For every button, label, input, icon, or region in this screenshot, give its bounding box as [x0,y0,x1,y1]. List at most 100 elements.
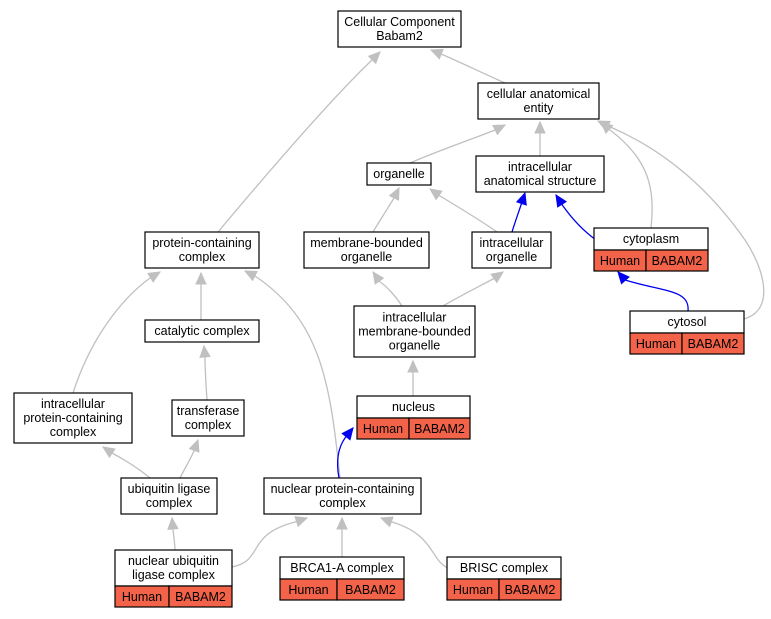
edge-brisc-to-npcc [379,516,449,569]
arrowhead [101,446,116,459]
edge-imbo-to-io [442,271,504,307]
annotation-gene-cell[interactable] [681,332,745,355]
node-label-line: intracellular [508,160,572,174]
annotation-gene-cell[interactable] [336,578,405,601]
node-catalytic[interactable]: catalytic complex [144,319,260,343]
arrowhead [199,344,211,358]
edge-cytoplasm-to-ias [555,193,597,241]
arrowhead [167,516,179,530]
node-label-line: protein-containing [23,411,122,425]
node-label-line: membrane-bounded [310,236,423,250]
node-label-line: nuclear protein-containing [271,482,415,496]
arrowhead [596,120,611,132]
arrowhead [341,427,354,441]
node-label-line: intracellular [383,311,447,325]
edge-ias-to-cae [534,120,546,156]
edge-nulc-to-npcc [231,516,309,568]
node-box [471,231,552,269]
node-label-line: organelle [486,250,537,264]
node-label-line: anatomical structure [484,174,597,188]
edge-cytosol-to-cae [596,120,765,320]
node-label-line: cytosol [668,315,707,329]
annotation-gene-cell[interactable] [498,578,562,601]
node-box [366,162,432,186]
annotation-gene-cell[interactable] [168,585,233,608]
edge-catalytic-to-pcc [195,271,207,320]
node-label-line: protein-containing [152,236,251,250]
edge-transferase-to-catalytic [199,344,211,401]
node-label-line: entity [524,101,555,115]
node-label-line: organelle [389,339,440,353]
annotation-gene-cell[interactable] [645,249,709,272]
node-label-line: complex [50,425,97,439]
arrowhead [429,188,443,201]
annotation-gene: BABAM2 [414,422,465,436]
arrowhead [534,120,546,134]
annotation-species: Human [288,583,328,597]
node-box [263,477,422,515]
arrowhead [407,359,419,373]
node-box [475,155,605,193]
node-label-line: catalytic complex [154,324,250,338]
annotation-species: Human [636,337,676,351]
node-box [120,477,218,515]
node-box [303,231,430,269]
node-label-line: organelle [341,250,392,264]
edge-brca1a-to-npcc [336,516,348,557]
node-box [144,319,260,343]
annotation-gene: BABAM2 [688,337,739,351]
annotation-gene-cell[interactable] [408,417,471,440]
node-label-line: cytoplasm [623,232,679,246]
node-label-line: complex [185,418,232,432]
node-label-line: nuclear ubiquitin [128,554,219,568]
arrowhead [429,48,444,60]
edge-npcc-to-nucleus [337,427,354,479]
node-label-line: BRCA1-A complex [290,561,394,575]
arrowhead [492,124,507,136]
arrowhead [195,271,207,285]
arrowhead [617,271,630,285]
arrowhead [188,438,200,453]
node-box [171,399,245,437]
node-label-line: intracellular [480,236,544,250]
node-label-line: intracellular [41,397,105,411]
annotation-gene: BABAM2 [652,254,703,268]
node-label-line: membrane-bounded [358,325,471,339]
node-label-line: Cellular Component [344,15,455,29]
edge-cae-to-cc [429,48,506,84]
edges-layer [72,48,765,569]
arrowhead [147,271,162,283]
node-label-line: Babam2 [376,29,423,43]
arrowhead [555,193,568,208]
node-label-line: cellular anatomical [487,87,591,101]
arrowhead [336,516,348,530]
node-label-line: complex [146,496,193,510]
node-label-line: complex [179,250,226,264]
edge-mbo-to-organelle [372,186,400,233]
edge-ulc-to-transferase [179,438,200,479]
edge-imbo-to-mbo [372,271,403,307]
node-label-line: ubiquitin ligase [128,482,211,496]
node-organelle[interactable]: organelle [366,162,432,186]
arrowhead [379,516,394,528]
annotation-gene: BABAM2 [505,583,556,597]
node-label-line: nucleus [392,400,435,414]
